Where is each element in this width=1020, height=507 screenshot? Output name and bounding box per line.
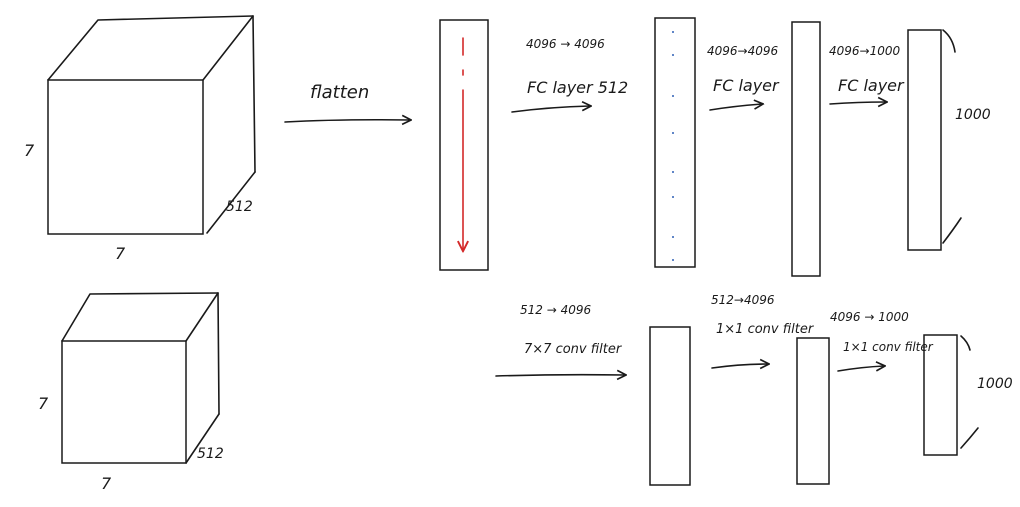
fc2-arrow	[709, 104, 762, 111]
conv1-name-label: 7×7 conv filter	[524, 342, 622, 357]
conv2-output-vector	[796, 337, 830, 485]
fc1-name-label: FC layer 512	[527, 78, 629, 97]
top-output-vector	[907, 29, 962, 251]
conv3-dims-label: 4096 → 1000	[830, 310, 909, 324]
fc2-output-vector	[791, 21, 821, 277]
bottom-cube	[61, 292, 220, 464]
fc3-dims-label: 4096→1000	[829, 44, 901, 58]
conv3-name-label: 1×1 conv filter	[843, 340, 933, 354]
top-output-size-label: 1000	[955, 107, 991, 123]
bottom-cube-depth-label: 512	[197, 446, 224, 462]
top-cube-width-label: 7	[115, 244, 126, 263]
fc1-output-vector	[654, 17, 696, 268]
conv1-dims-label: 512 → 4096	[520, 303, 592, 317]
conv2-arrow	[711, 364, 768, 368]
top-cube	[47, 15, 256, 235]
conv3-arrow	[837, 366, 884, 372]
fc3-name-label: FC layer	[838, 76, 904, 95]
conv2-name-label: 1×1 conv filter	[716, 322, 814, 337]
top-cube-depth-label: 512	[226, 199, 253, 215]
vector-dots	[672, 31, 674, 261]
fc2-name-label: FC layer	[713, 76, 779, 95]
flattened-vector	[439, 19, 489, 271]
bottom-cube-width-label: 7	[101, 474, 112, 493]
top-cube-height-label: 7	[24, 141, 35, 160]
flatten-arrow	[284, 120, 410, 122]
conv1-arrow	[495, 375, 625, 376]
flatten-label: flatten	[310, 82, 370, 103]
fc1-dims-label: 4096 → 4096	[526, 37, 605, 51]
fc2-dims-label: 4096→4096	[707, 44, 779, 58]
bottom-output-vector	[923, 334, 979, 456]
bottom-cube-height-label: 7	[38, 394, 49, 413]
bottom-output-size-label: 1000	[977, 376, 1013, 392]
conv1-output-vector	[649, 326, 691, 486]
fc3-arrow	[829, 102, 886, 104]
fc1-arrow	[511, 106, 590, 113]
conv2-dims-label: 512→4096	[711, 293, 775, 307]
